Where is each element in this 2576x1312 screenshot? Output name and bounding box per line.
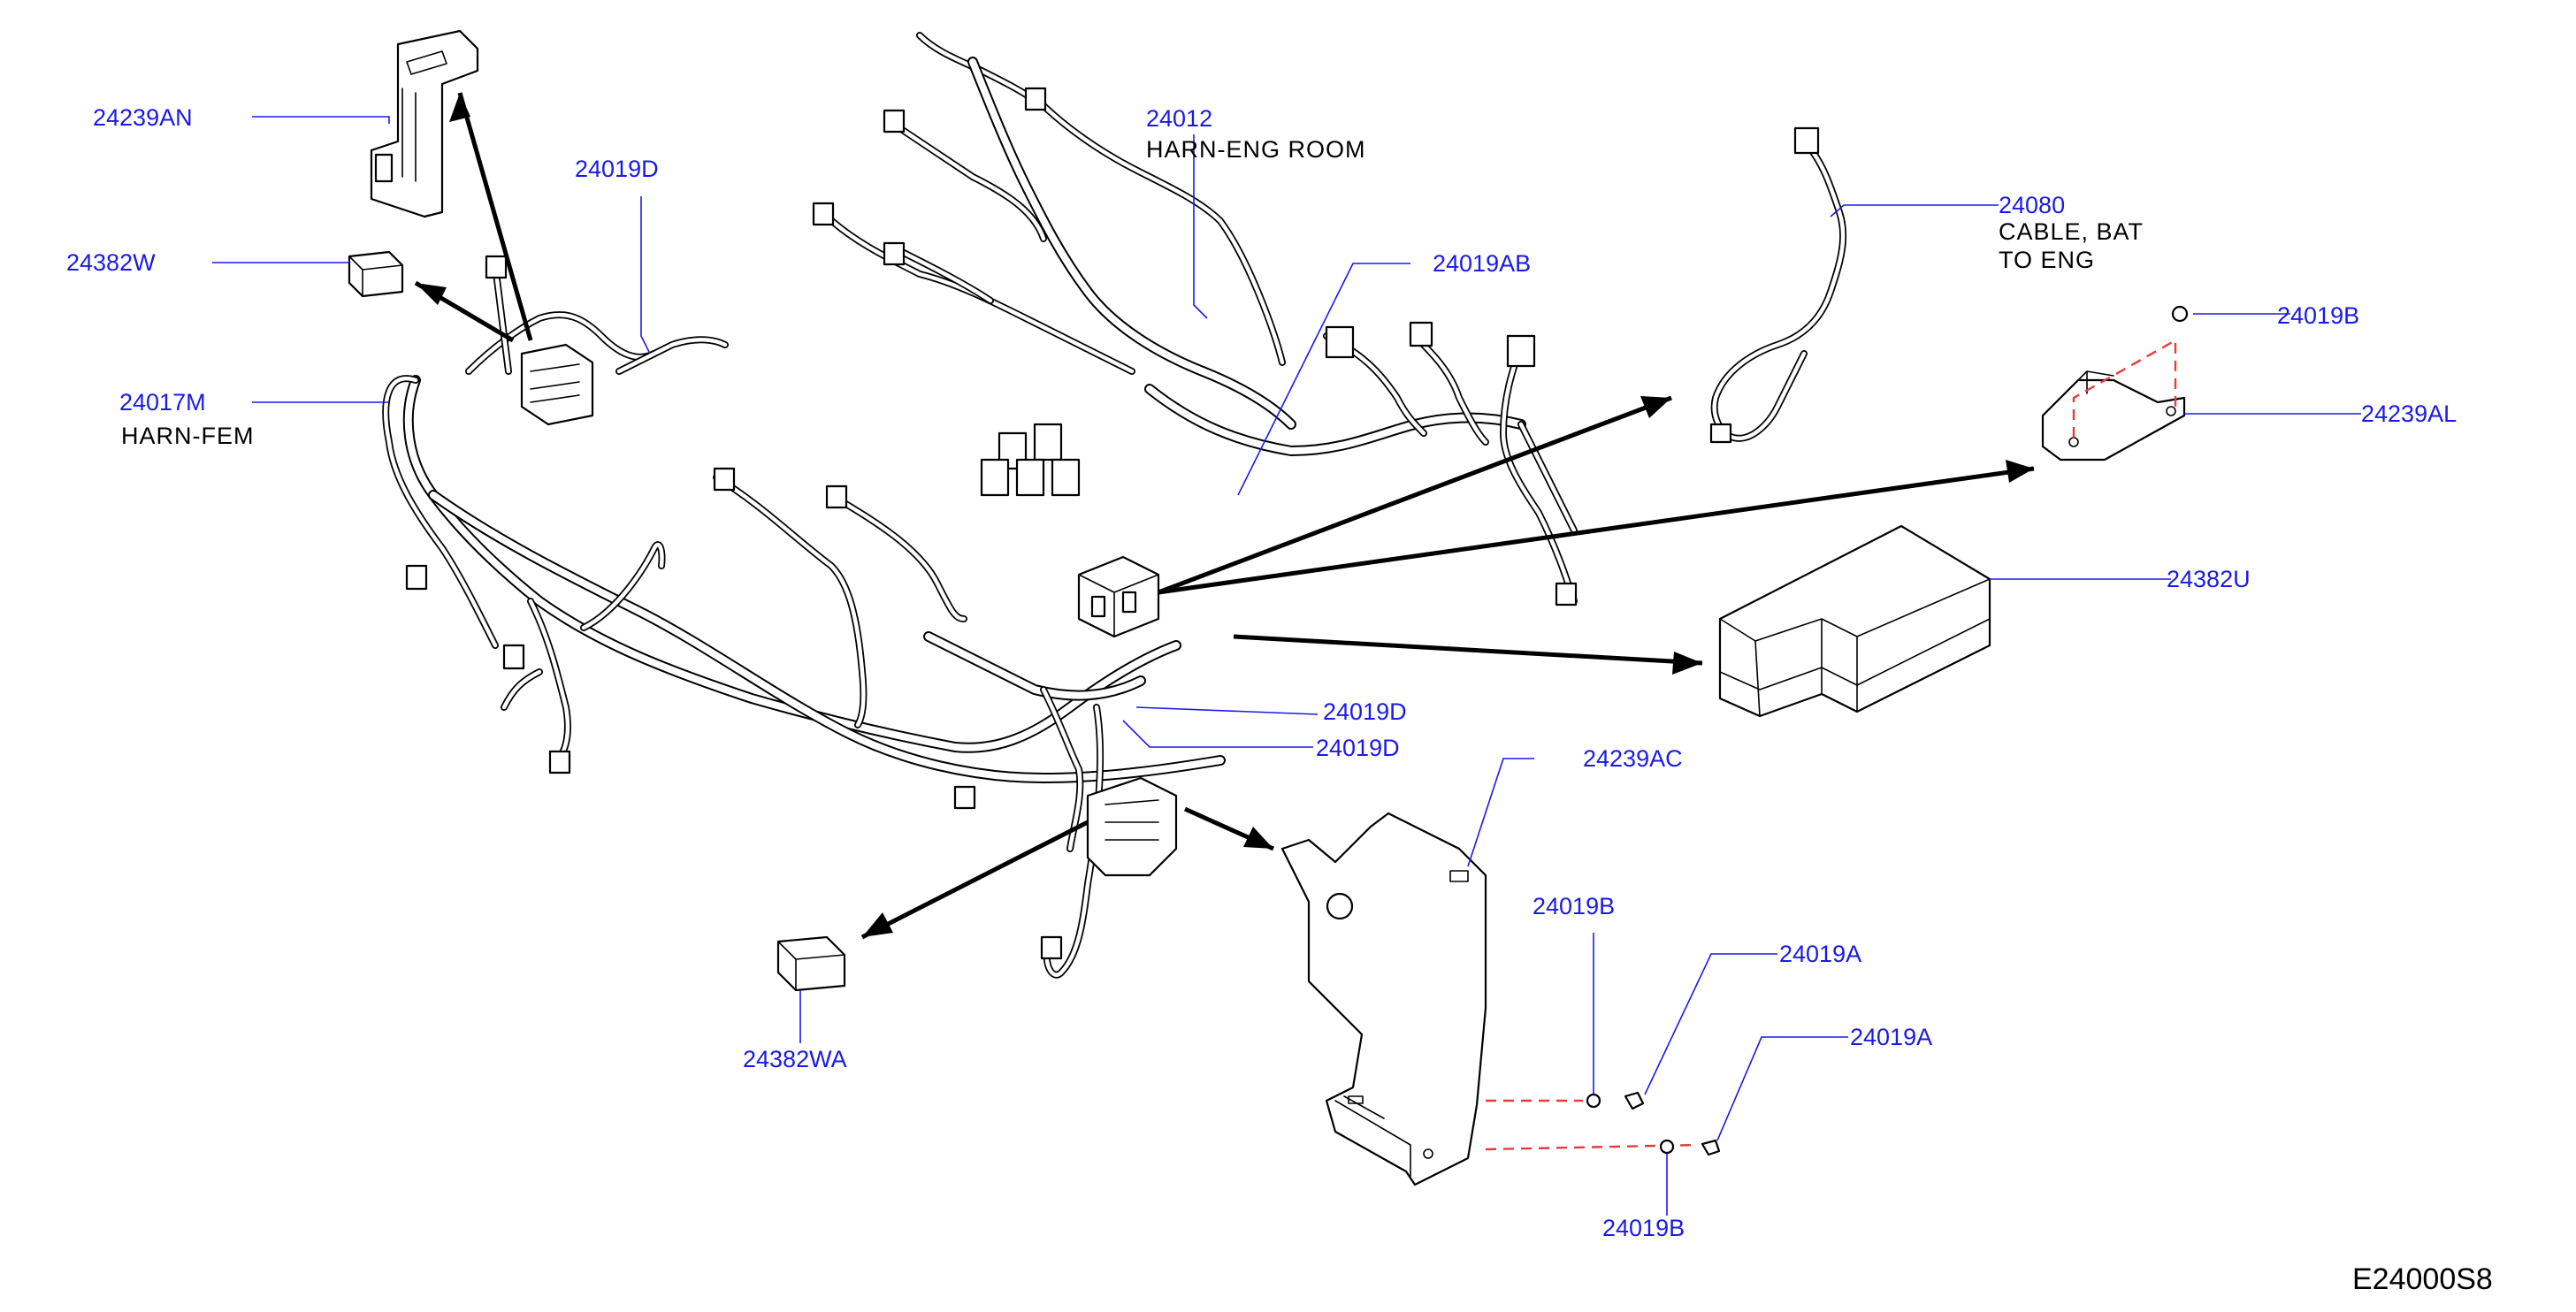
label-24382U: 24382U [2167,566,2251,592]
label-24012: 24012 [1146,105,1212,132]
callout-labels: 24239AN 24019D 24382W 24017M HARN-FEM 24… [66,104,2493,1296]
label-24239AC: 24239AC [1583,745,1683,772]
bracket-24239AC-drawing [1280,812,1487,1186]
label-24239AN: 24239AN [93,104,193,131]
diagram-reference-code: E24000S8 [2352,1262,2493,1296]
label-24019A-1: 24019A [1779,941,1861,967]
label-24019B-top: 24019B [2277,302,2359,329]
cover-24382WA-drawing [776,935,846,992]
desc-24080-line2: TO ENG [1999,247,2095,273]
label-24019AB: 24019AB [1433,250,1531,277]
bracket-24239AN-drawing [370,29,479,218]
label-24019A-2: 24019A [1850,1024,1932,1050]
label-24019D-mid1: 24019D [1323,698,1407,725]
label-24017M: 24017M [119,389,206,416]
label-24239AL: 24239AL [2361,400,2457,427]
bracket-24239AL-drawing [2041,305,2189,461]
desc-24017M: HARN-FEM [121,423,255,449]
desc-24012: HARN-ENG ROOM [1146,136,1366,163]
label-24019D-top: 24019D [575,156,659,182]
label-24382W: 24382W [66,249,156,276]
engine-room-harness-drawing [382,32,1578,979]
label-24382WA: 24382WA [743,1046,847,1072]
cover-24382U-drawing [1718,524,1991,718]
cover-24382W-drawing [348,250,404,298]
label-24019D-mid2: 24019D [1316,735,1400,761]
label-24019B-bottom: 24019B [1602,1215,1685,1241]
direction-arrows [414,92,2035,940]
leader-lines [212,116,2361,1216]
battery-cable-24080-drawing [1709,126,1847,444]
label-24019B-mid: 24019B [1533,893,1615,919]
desc-24080-line1: CABLE, BAT [1999,218,2144,245]
label-24080: 24080 [1999,192,2065,218]
fasteners-drawing [1485,1091,1721,1156]
